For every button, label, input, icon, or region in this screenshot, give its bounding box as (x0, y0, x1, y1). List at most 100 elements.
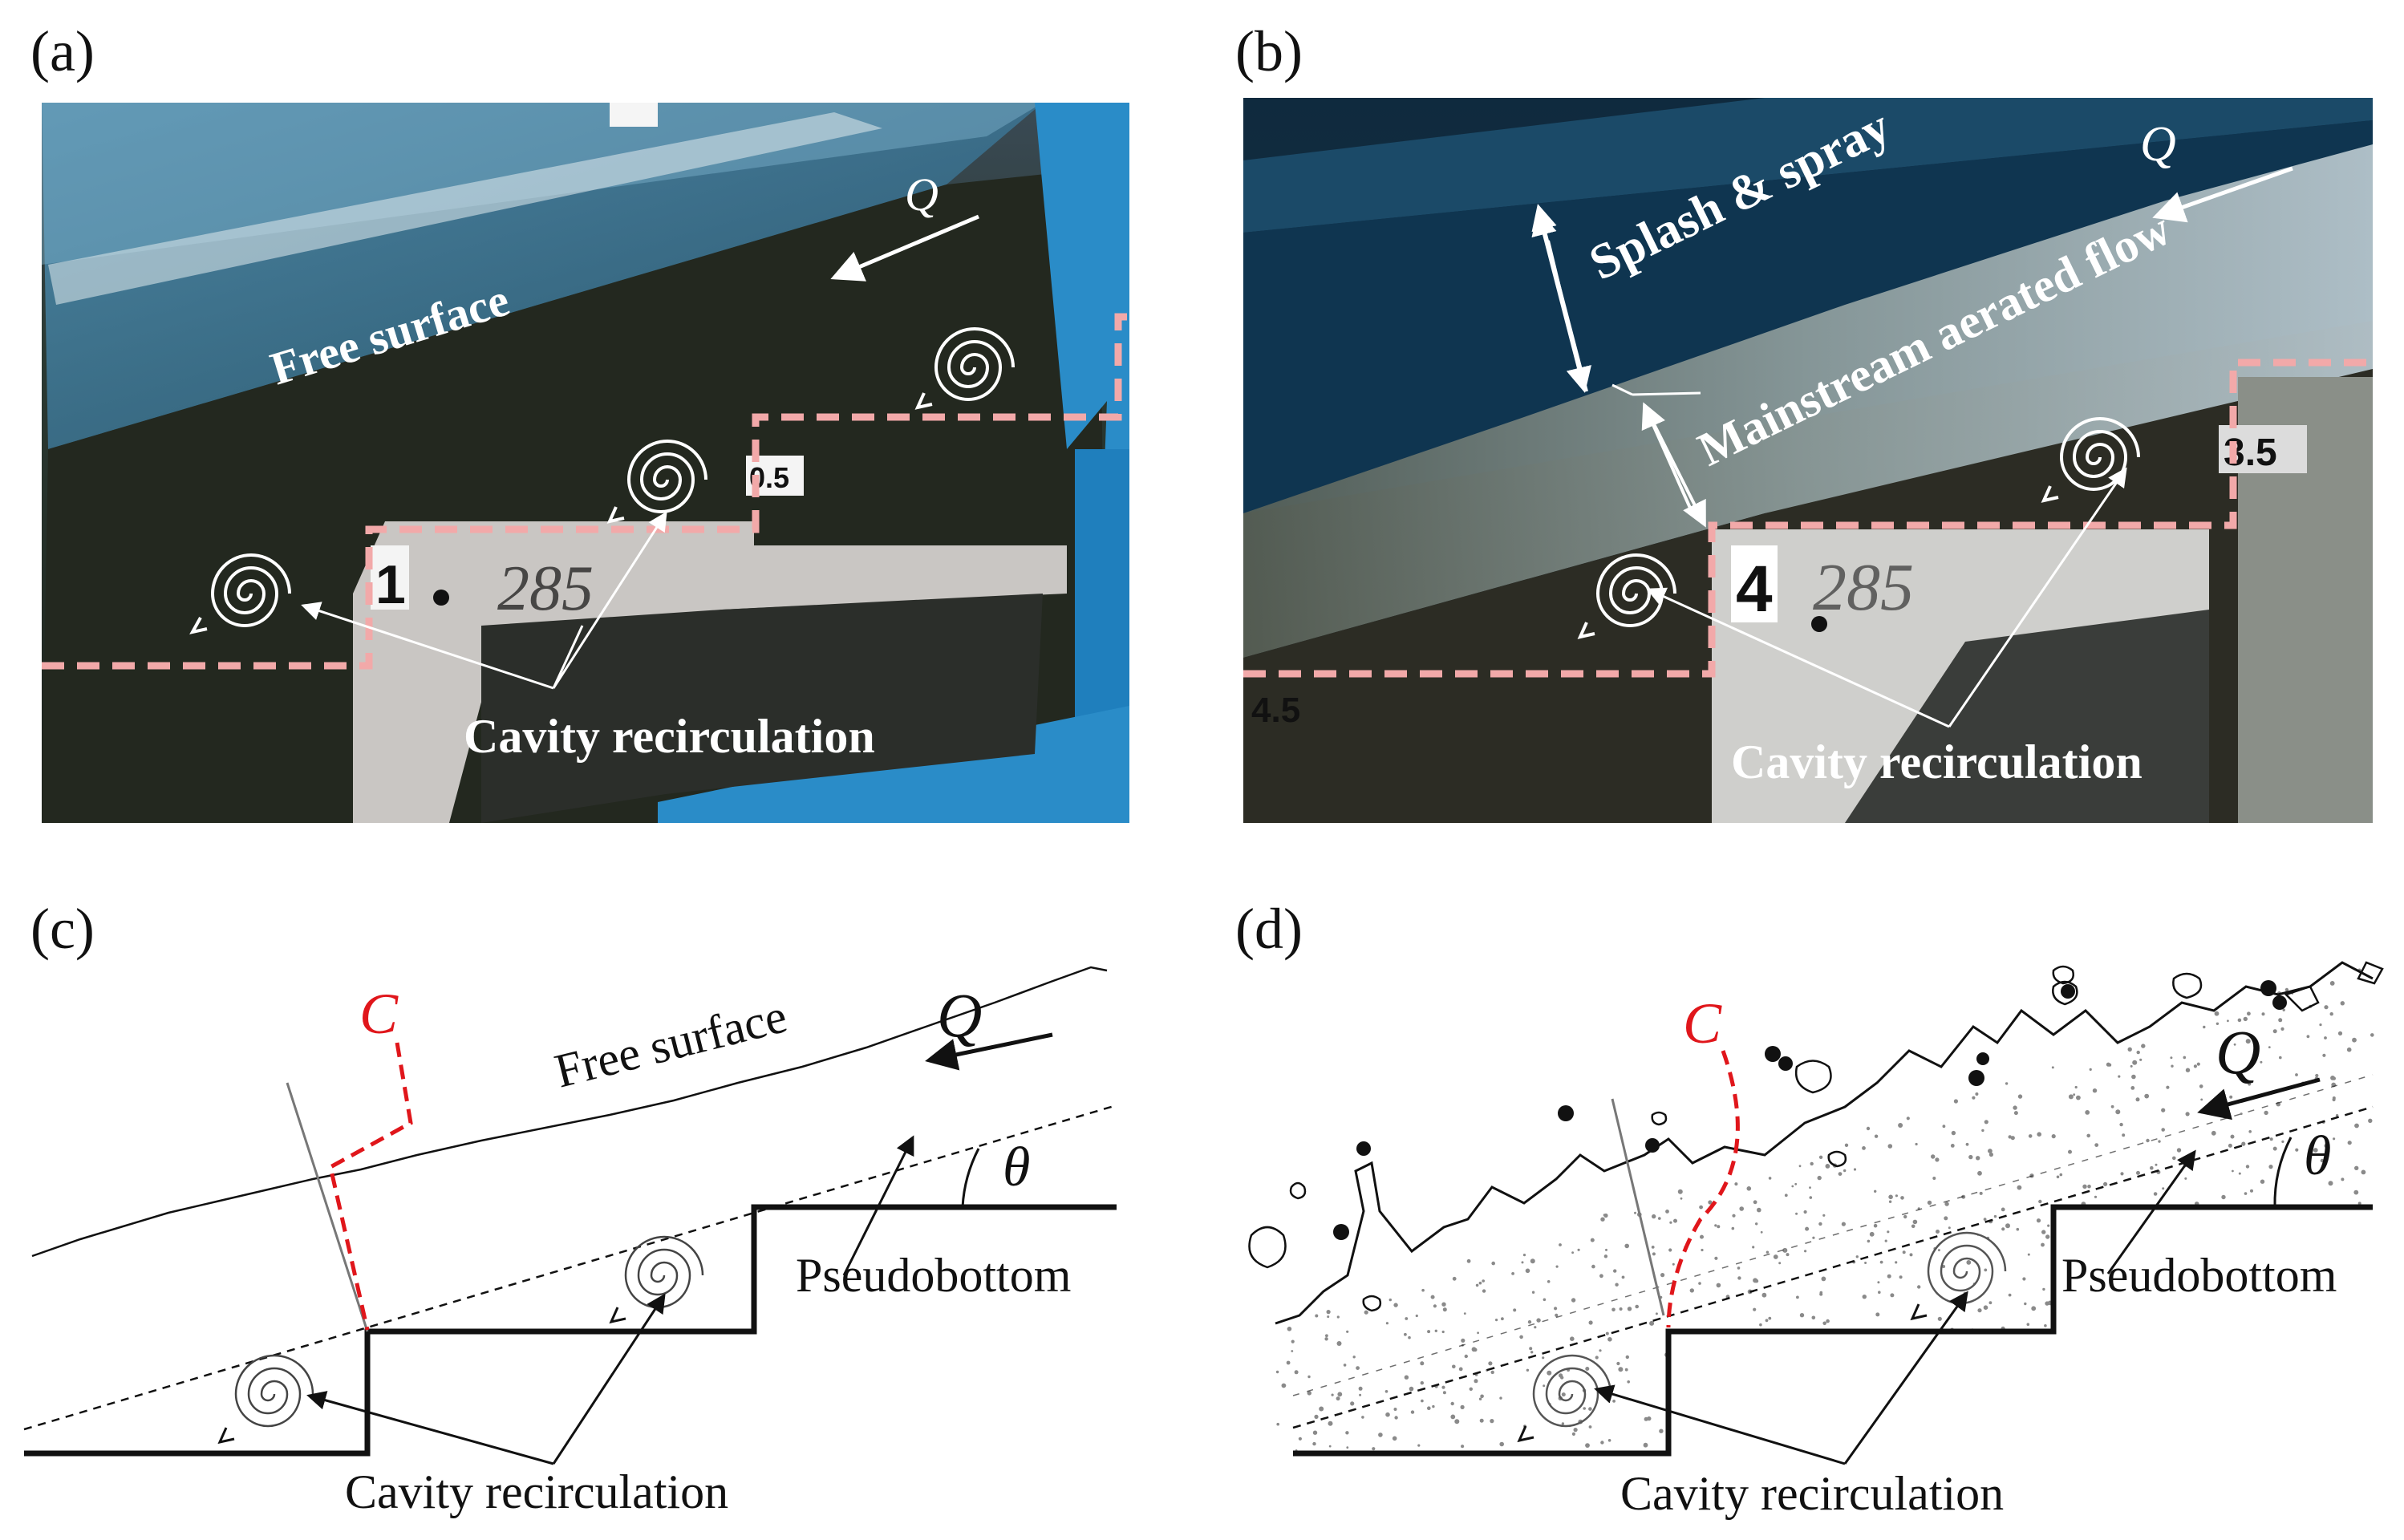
stipple-dot (2329, 981, 2335, 986)
stipple-dot (2130, 1064, 2133, 1068)
stipple-dot (1805, 1226, 1810, 1231)
stipple-dot (1543, 1298, 1547, 1302)
stipple-dot (1591, 1264, 1595, 1269)
stipple-dot (2240, 1112, 2243, 1116)
stipple-dot (1555, 1313, 1559, 1317)
stipple-dot (1803, 1210, 1807, 1214)
stipple-dot (1917, 1285, 1921, 1289)
stipple-dot (1534, 1326, 1537, 1329)
stipple-dot (2272, 1146, 2277, 1151)
stipple-dot (1977, 1308, 1982, 1313)
stipple-dot (1559, 1243, 1562, 1246)
stipple-dot (1635, 1304, 1639, 1309)
stipple-dot (2127, 1047, 2132, 1052)
stipple-dot (1746, 1186, 1752, 1191)
spiral-icon-a2 (606, 440, 707, 524)
stipple-dot (1526, 1368, 1530, 1372)
stipple-dot (2183, 1056, 2187, 1060)
stipple-dot (2005, 1223, 2010, 1229)
stipple-dot (2281, 1140, 2284, 1143)
stipple-dot (1415, 1314, 1418, 1318)
stipple-dot (1588, 1425, 1592, 1429)
stipple-dot (1619, 1307, 1623, 1311)
stipple-dot (2176, 1148, 2182, 1153)
stipple-dot (1603, 1214, 1606, 1217)
stipple-dot (2136, 1170, 2140, 1175)
stipple-dot (1433, 1304, 1437, 1308)
stipple-dot (2329, 1012, 2333, 1016)
stipple-dot (1525, 1268, 1530, 1274)
stipple-dot (1621, 1275, 1625, 1279)
stipple-dot (1701, 1248, 1704, 1252)
theta-label-c: θ (1003, 1137, 1030, 1198)
stipple-dot (1287, 1327, 1292, 1331)
stipple-dot (1408, 1335, 1411, 1339)
stipple-dot (2268, 1165, 2273, 1169)
stipple-dot (1988, 1152, 1993, 1157)
stipple-dot (2135, 1097, 2140, 1102)
step-mark-4: 4 (1736, 553, 1773, 626)
stipple-dot (1838, 1172, 1843, 1176)
stipple-dot (1588, 1320, 1593, 1325)
stipple-dot (2332, 1097, 2336, 1102)
stipple-dot (1983, 1218, 1987, 1221)
stipple-dot (1734, 1182, 1738, 1186)
stipple-dot (1599, 1349, 1602, 1352)
stipple-dot (2085, 1110, 2090, 1115)
stipple-dot (1753, 1307, 1757, 1311)
stipple-dot (1450, 1401, 1454, 1406)
stipple-dot (2161, 1128, 2165, 1132)
stipple-dot (1773, 1254, 1778, 1259)
stipple-dot (1825, 1164, 1830, 1169)
stipple-dot (1359, 1393, 1362, 1396)
stipple-dot (1754, 1279, 1759, 1283)
stipple-dot (2042, 1287, 2045, 1291)
spiral-icon-d1 (1517, 1354, 1612, 1443)
pseudobottom-arrow-d (2106, 1149, 2196, 1275)
stipple-dot (1708, 1200, 1713, 1205)
stipple-dot (1286, 1360, 1291, 1365)
stipple-dot (1862, 1295, 1867, 1299)
stipple-dot (1543, 1384, 1546, 1388)
stipple-dot (1405, 1317, 1409, 1320)
stipple-dot (2171, 1064, 2174, 1068)
stipple-dot (1404, 1332, 1407, 1336)
stipple-dot (1420, 1361, 1425, 1366)
flow-arrow-d (2197, 1077, 2321, 1121)
stipple-dot (1358, 1386, 1363, 1391)
stipple-dot (1616, 1361, 1620, 1366)
stipple-dot (1874, 1189, 1877, 1194)
stipple-dot (2094, 1143, 2099, 1147)
stipple-dot (1555, 1265, 1559, 1268)
stipple-dot (2013, 1105, 2017, 1110)
flow-arrow-b (2152, 166, 2293, 223)
stipple-dot (1737, 1266, 1741, 1270)
stipple-dot (1873, 1223, 1878, 1228)
stipple-dot (2170, 1056, 2173, 1060)
stipple-dot (2324, 1144, 2329, 1148)
stipple-dot (1931, 1154, 1936, 1159)
stipple-dot (1599, 1274, 1603, 1279)
stipple-dot (2008, 1135, 2012, 1139)
stipple-dot (1902, 1250, 1906, 1254)
stipple-dot (2185, 1068, 2191, 1072)
stipple-dot (1766, 1250, 1770, 1254)
stipple-dot (1276, 1422, 1279, 1426)
stipple-dot (1615, 1283, 1619, 1287)
stipple-dot (1385, 1322, 1388, 1325)
stipple-dot (2282, 1008, 2285, 1011)
stipple-dot (2333, 1137, 2336, 1141)
stipple-dot (1988, 1149, 1993, 1153)
stipple-dot (1867, 1239, 1871, 1243)
stipple-dot (1627, 1307, 1632, 1311)
stipple-dot (1441, 1330, 1445, 1334)
stipple-dot (2332, 1076, 2336, 1080)
stipple-dot (2056, 1175, 2060, 1179)
stipple-dot (1625, 1355, 1630, 1360)
stipple-dot (2185, 1112, 2190, 1116)
stipple-dot (2038, 1199, 2042, 1204)
stipple-dot (1613, 1269, 1617, 1273)
stipple-dot (1361, 1416, 1364, 1419)
stipple-dot (2051, 1134, 2056, 1139)
